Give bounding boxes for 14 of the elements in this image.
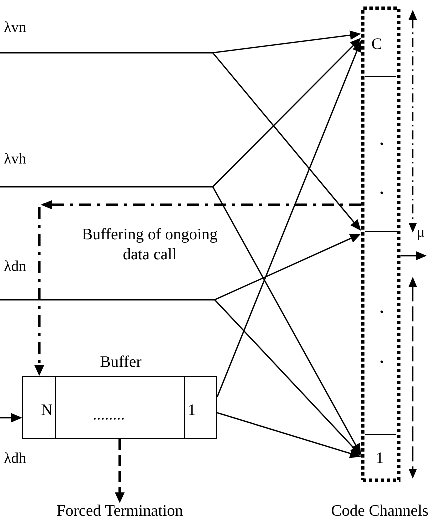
buffer-cell: N: [22, 376, 56, 440]
channel-cell: 1: [365, 434, 397, 464]
node-label: Code Channels: [332, 504, 428, 516]
edge-label: Buffering of ongoing data call: [82, 228, 218, 260]
channel-cell: C: [365, 38, 397, 78]
text-label: Forced Termination: [57, 504, 183, 516]
edge-label: λdn: [4, 260, 26, 272]
node-label: Buffer: [100, 356, 142, 368]
edge-label: λdh: [4, 452, 26, 464]
buffer-cell: ........: [56, 376, 186, 440]
edge-label: λvh: [4, 153, 26, 164]
edge-label: μ: [418, 230, 424, 240]
buffer-cell: 1: [184, 376, 218, 440]
edge-label: λvn: [4, 22, 26, 32]
